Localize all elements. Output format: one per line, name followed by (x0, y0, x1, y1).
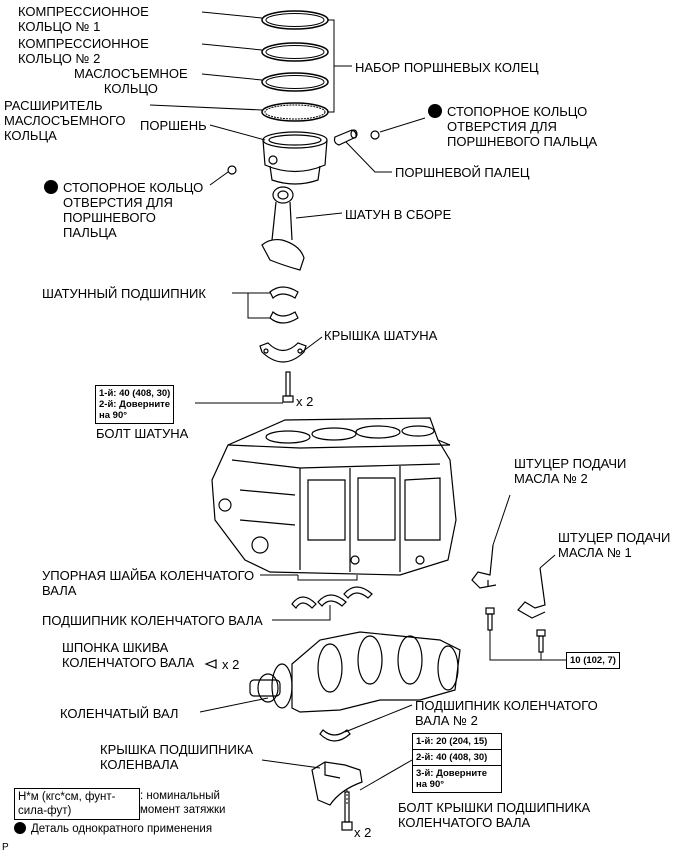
rod-bearing (269, 286, 299, 324)
compression-ring-2 (261, 42, 329, 62)
rod-bolt (282, 371, 294, 403)
oil-jet-2 (471, 544, 497, 589)
piston (262, 131, 328, 185)
torque-step-3: 3-й: Доверните на 90° (416, 768, 488, 790)
single-use-icon (14, 822, 26, 834)
rod-bolt-label: БОЛТ ШАТУНА (96, 426, 189, 441)
expander-label: РАСШИРИТЕЛЬ МАСЛОСЪЕМНОГО КОЛЬЦА (4, 98, 126, 143)
page-letter: P (2, 842, 9, 853)
oil-ring-label: МАСЛОСЪЕМНОЕ КОЛЬЦО (74, 66, 188, 96)
rod-cap-label: КРЫШКА ШАТУНА (324, 328, 438, 343)
legend-single-use: Деталь однократного применения (14, 822, 212, 836)
snap-ring-right-label: СТОПОРНОЕ КОЛЬЦО ОТВЕРСТИЯ ДЛЯ ПОРШНЕВОГ… (428, 104, 597, 149)
oil-jet-2-label: ШТУЦЕР ПОДАЧИ МАСЛА № 2 (514, 456, 627, 486)
oil-jet-1-label: ШТУЦЕР ПОДАЧИ МАСЛА № 1 (558, 530, 671, 560)
main-bearing-cap (311, 761, 363, 806)
crankshaft-label: КОЛЕНЧАТЫЙ ВАЛ (60, 706, 179, 721)
rod-bolt-torque-box: 1-й: 40 (408, 30) 2-й: Доверните на 90° (95, 385, 175, 424)
torque-step-1: 1-й: 20 (204, 15) (413, 734, 501, 750)
thrust-washer-label: УПОРНАЯ ШАЙБА КОЛЕНЧАТОГО ВАЛА (42, 568, 255, 598)
oil-ring-expander (261, 102, 329, 122)
key-label: ШПОНКА ШКИВА КОЛЕНЧАТОГО ВАЛА (62, 640, 195, 670)
conrod-label: ШАТУН В СБОРЕ (345, 207, 452, 222)
crankshaft-pulley-key (204, 659, 217, 669)
oil-jet-bolt-2 (485, 607, 495, 631)
piston-pin (333, 129, 358, 146)
connecting-rod (261, 186, 305, 271)
cylinder-block (211, 417, 457, 576)
snap-ring-left (227, 165, 237, 175)
main-bolt-multiplier: x 2 (354, 825, 372, 840)
main-bearing-bolt (341, 791, 353, 831)
oil-jet-torque-box: 10 (102, 7) (566, 652, 620, 669)
compression-ring-2-label: КОМПРЕССИОННОЕ КОЛЬЦО № 2 (18, 36, 149, 66)
ring-set-label: НАБОР ПОРШНЕВЫХ КОЛЕЦ (355, 60, 539, 75)
legend-units-box: Н*м (кгс*см, фунт- сила-фут) (14, 788, 140, 820)
main-bolt-label: БОЛТ КРЫШКИ ПОДШИПНИКА КОЛЕНЧАТОГО ВАЛА (398, 800, 591, 830)
snap-ring-left-label: СТОПОРНОЕ КОЛЬЦО ОТВЕРСТИЯ ДЛЯ ПОРШНЕВОГ… (44, 180, 203, 240)
crank-bearing-label: ПОДШИПНИК КОЛЕНЧАТОГО ВАЛА (42, 613, 263, 628)
crankshaft (249, 631, 461, 713)
compression-ring-1 (261, 10, 329, 30)
oil-ring (261, 72, 329, 92)
single-use-icon (428, 104, 442, 118)
single-use-icon (44, 180, 58, 194)
oil-jet-1 (517, 567, 546, 619)
crank-bearing-2-label: ПОДШИПНИК КОЛЕНЧАТОГО ВАЛА № 2 (415, 698, 598, 728)
torque-step-2: 2-й: 40 (408, 30) (413, 750, 501, 766)
legend-units-desc: : номинальный момент затяжки (140, 790, 226, 816)
snap-ring-right (370, 130, 380, 140)
crankshaft-bearing-2 (319, 729, 351, 742)
thrust-washer (291, 586, 373, 609)
rod-bolt-multiplier: x 2 (296, 394, 314, 409)
oil-jet-bolt-1 (536, 629, 546, 653)
compression-ring-1-label: КОМПРЕССИОННОЕ КОЛЬЦО № 1 (18, 4, 149, 34)
main-cap-label: КРЫШКА ПОДШИПНИКА КОЛЕНВАЛА (100, 742, 254, 772)
main-bolt-torque-box: 1-й: 20 (204, 15) 2-й: 40 (408, 30) 3-й:… (412, 733, 502, 793)
rod-bearing-label: ШАТУННЫЙ ПОДШИПНИК (42, 286, 206, 301)
rod-cap (259, 342, 307, 363)
key-multiplier: x 2 (222, 657, 240, 672)
piston-pin-label: ПОРШНЕВОЙ ПАЛЕЦ (395, 165, 530, 180)
piston-label: ПОРШЕНЬ (140, 118, 207, 133)
